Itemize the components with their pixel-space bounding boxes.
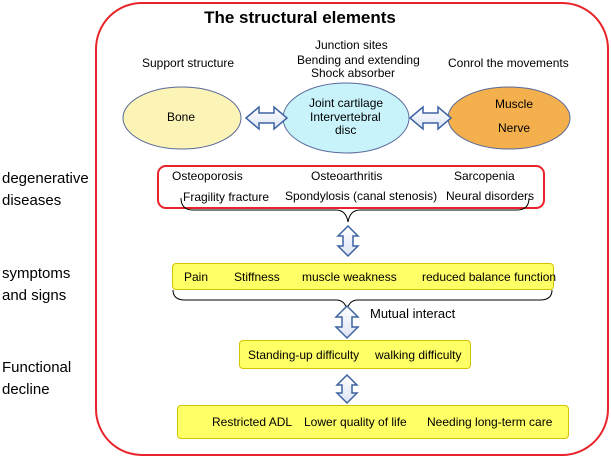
bone-label: Bone xyxy=(167,110,196,124)
outer-frame xyxy=(95,2,609,456)
mutual-interact-label: Mutual interact xyxy=(370,306,456,321)
vertical-arrow-1-icon xyxy=(336,224,360,258)
junction-sites-label: Junction sites xyxy=(315,38,388,52)
vertical-arrow-3-icon xyxy=(335,373,359,405)
outcomes-box xyxy=(177,405,569,439)
brace-diseases xyxy=(180,197,530,223)
fragility-fracture-label: Fragility fracture xyxy=(183,190,270,204)
muscle-label: Muscle xyxy=(495,97,534,111)
symptoms-box xyxy=(172,263,554,290)
double-arrow-right-icon xyxy=(408,105,453,131)
nerve-label: Nerve xyxy=(498,121,531,135)
restricted-adl-label: Restricted ADL xyxy=(212,415,293,429)
support-structure-label: Support structure xyxy=(142,56,235,70)
walking-label: walking difficulty xyxy=(375,348,462,362)
muscle-weakness-label: muscle weakness xyxy=(302,270,397,284)
long-term-care-label: Needing long-term care xyxy=(427,415,553,429)
side-label-functional: Functional decline xyxy=(2,359,72,398)
page-title: The structural elements xyxy=(204,8,396,27)
osteoporosis-label: Osteoporosis xyxy=(172,169,243,183)
pain-label: Pain xyxy=(184,270,209,284)
shock-absorber-label: Shock absorber xyxy=(311,66,396,80)
stiffness-label: Stiffness xyxy=(234,270,280,284)
bending-label: Bending and extending xyxy=(297,53,420,67)
neural-disorders-label: Neural disorders xyxy=(446,189,535,203)
balance-label: reduced balance function xyxy=(422,270,557,284)
joint-cartilage-label: Joint cartilage xyxy=(309,96,384,110)
double-arrow-left-icon xyxy=(244,105,289,131)
bone-ellipse xyxy=(122,86,242,150)
standing-up-label: Standing-up difficulty xyxy=(248,348,360,362)
brace-symptoms xyxy=(172,289,553,311)
disc-label: disc xyxy=(335,123,357,137)
vertical-arrow-2-icon xyxy=(334,304,360,340)
functional-box xyxy=(239,340,471,369)
spondylosis-label: Spondylosis (canal stenosis) xyxy=(285,189,438,203)
side-label-degenerative: degenerative diseases xyxy=(2,170,89,209)
sarcopenia-label: Sarcopenia xyxy=(454,169,515,183)
side-label-symptoms: symptoms and signs xyxy=(2,265,71,304)
intervertebral-label: Intervertebral xyxy=(310,110,381,124)
osteoarthritis-label: Osteoarthritis xyxy=(311,169,383,183)
control-movements-label: Conrol the movements xyxy=(448,56,569,70)
diseases-box xyxy=(157,165,545,209)
lower-quality-label: Lower quality of life xyxy=(304,415,407,429)
